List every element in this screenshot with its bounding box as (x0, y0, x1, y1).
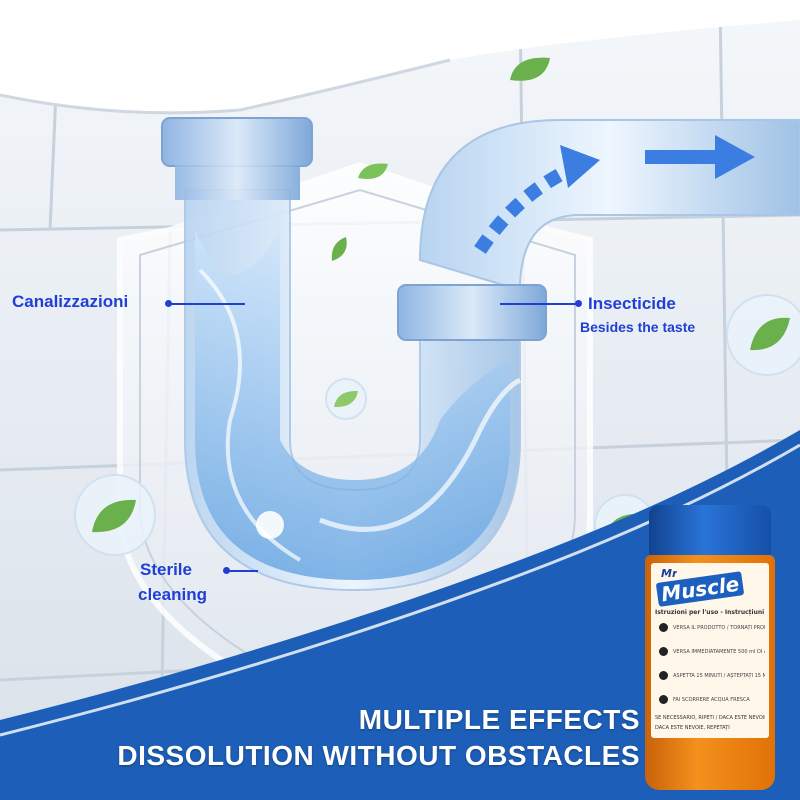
footer-line-1: SE NECESSARIO, RIPETI / DACĂ ESTE NEVOIE… (655, 715, 765, 721)
label-dot (575, 300, 582, 307)
instructions-header: Istruzioni per l'uso - Instrucțiuni de f… (655, 609, 765, 616)
banner-line-2: DISSOLUTION WITHOUT OBSTACLES (117, 740, 640, 771)
instruction-step: ASPETTA 15 MINUTI / AȘTEPTAȚI 15 MINUTE (673, 673, 765, 679)
jar-label: Mr Muscle Istruzioni per l'uso - Instruc… (651, 563, 769, 738)
banner-line-1: MULTIPLE EFFECTS (358, 704, 640, 735)
instruction-step: VERSA IMMEDIATAMENTE 500 ml DI ACQUA (673, 649, 765, 655)
leaf-icon (358, 163, 388, 180)
label-canalizzazioni: Canalizzazioni (12, 292, 129, 311)
label-dot (223, 567, 230, 574)
jar-body: Mr Muscle Istruzioni per l'uso - Instruc… (645, 555, 775, 790)
bubble-icon (325, 378, 367, 420)
footer-line-2: DACĂ ESTE NEVOIE, REPETAȚI (655, 725, 730, 731)
label-dot (165, 300, 172, 307)
product-jar: Mr Muscle Istruzioni per l'uso - Instruc… (645, 505, 775, 790)
leaf-icon (510, 57, 550, 81)
leaf-icon (331, 237, 347, 261)
arrow-right-icon (474, 135, 755, 254)
step-icon (659, 671, 668, 680)
label-leader-line (170, 303, 245, 305)
instruction-step: FAI SCORRERE ACQUA FRESCA (673, 697, 750, 703)
label-leader-line (500, 303, 578, 305)
label-leader-line (228, 570, 258, 572)
bubble-icon (74, 474, 156, 556)
label-sterile: Sterile (140, 560, 192, 579)
jar-lid (649, 505, 771, 557)
brand-top: Mr (661, 567, 678, 580)
label-cleaning: cleaning (138, 585, 207, 604)
step-icon (659, 623, 668, 632)
instruction-step: VERSA IL PRODOTTO / TORNAȚI PRODUSUL (673, 625, 765, 631)
step-icon (659, 695, 668, 704)
bubble-icon (726, 294, 800, 376)
label-insecticide: Insecticide (588, 294, 676, 313)
label-besides-taste: Besides the taste (580, 319, 696, 335)
step-icon (659, 647, 668, 656)
